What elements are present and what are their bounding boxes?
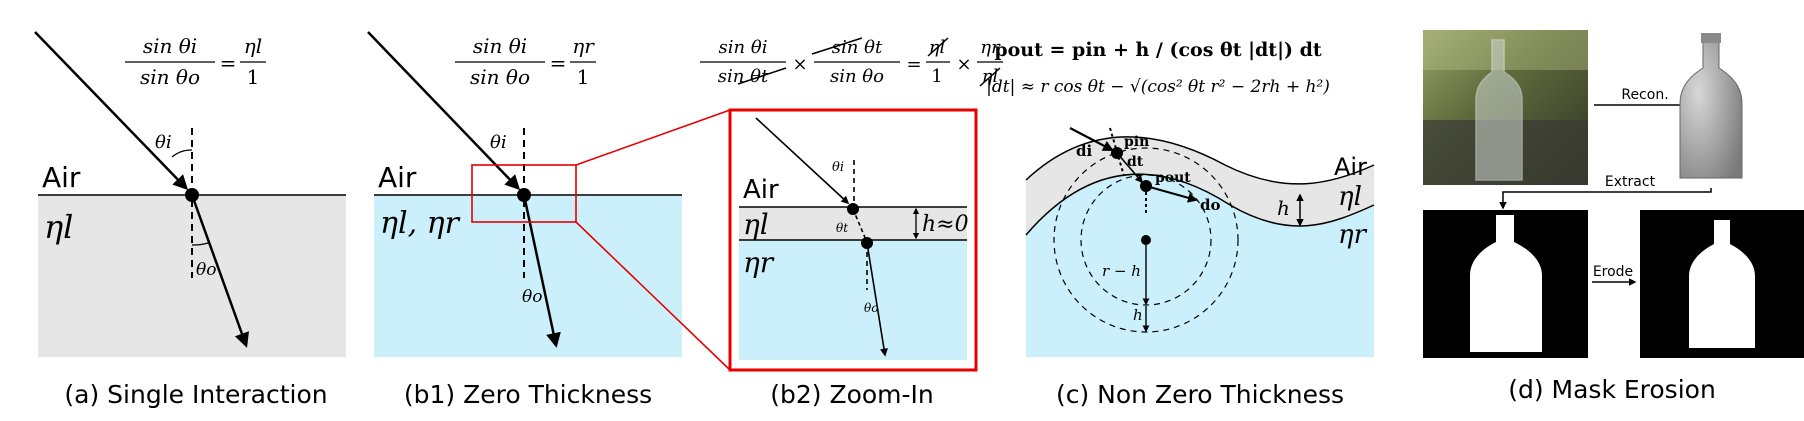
eq-equals: = — [550, 51, 567, 75]
eq-rhs-numerator: ηl — [244, 34, 262, 58]
offset-equation: pout = pin + h / (cos θt |dt|) dt — [994, 39, 1322, 61]
f3-strike — [927, 37, 949, 57]
incident-ray — [755, 117, 850, 205]
f1-numerator: sin θi — [719, 37, 768, 58]
caption-a: (a) Single Interaction — [64, 380, 327, 409]
panel-b2: sin θi sin θt × sin θt sin θo = ηl 1 × η… — [700, 37, 1003, 409]
times-1: × — [792, 54, 807, 75]
eta-l-label: ηl — [1338, 182, 1362, 212]
incident-ray — [367, 31, 521, 191]
theta-i-label: θi — [490, 132, 507, 153]
panel-c: pout = pin + h / (cos θt |dt|) dt |dt| ≈… — [986, 39, 1375, 409]
extract-arrow — [1499, 188, 1712, 210]
refracted-ray — [190, 194, 249, 348]
theta-i-arc — [171, 149, 193, 158]
eq-numerator: sin θi — [143, 34, 197, 58]
eta-r-label: ηr — [1338, 220, 1368, 250]
theta-o-arc — [191, 242, 209, 246]
zoom-box — [471, 164, 577, 223]
r-minus-h-label: r − h — [1102, 262, 1141, 280]
incident-ray — [34, 31, 189, 191]
thickness-label: h≈0 — [922, 212, 969, 237]
transmitted-ray — [1116, 152, 1144, 184]
theta-o-label: θo — [864, 301, 878, 315]
caption-b2: (b2) Zoom-In — [770, 380, 934, 409]
h-lower-label: h — [1133, 306, 1143, 324]
eta-label: ηl, ηr — [380, 206, 461, 241]
erode-label: Erode — [1593, 264, 1633, 280]
zoom-connector-top — [575, 109, 731, 166]
refracted-ray — [522, 194, 561, 348]
theta-i-label: θi — [155, 132, 172, 153]
input-photo — [1423, 30, 1588, 185]
snell-equation: sin θi sin θo = ηr 1 — [455, 34, 596, 89]
panel-b1: sin θi sin θo = ηr 1 Air ηl, ηr θi θo (b… — [367, 31, 731, 409]
theta-o-label: θo — [196, 260, 216, 280]
recon-label: Recon. — [1621, 87, 1668, 103]
d-t-label: dt — [1127, 154, 1144, 170]
panel-a: sin θi sin θo = ηl 1 Air ηl θi θo (a) Si… — [34, 31, 346, 409]
lower-medium — [739, 240, 967, 360]
normal-at-pin — [1109, 127, 1125, 177]
mask-original-bottle — [1470, 215, 1542, 352]
upper-surface — [1025, 136, 1375, 185]
f1-denominator: sin θt — [718, 66, 769, 87]
zoom-frame — [728, 108, 978, 372]
theta-o-label: θo — [522, 287, 542, 307]
outgoing-ray — [1145, 185, 1198, 203]
eq-denominator: sin θo — [140, 65, 200, 89]
air-label: Air — [743, 175, 779, 205]
f3-denominator: 1 — [931, 66, 942, 87]
transmitted-ray — [852, 208, 867, 241]
f4-strike — [979, 67, 1001, 87]
mask-eroded-bottle — [1689, 220, 1755, 348]
caption-c: (c) Non Zero Thickness — [1056, 380, 1344, 409]
caption-d: (d) Mask Erosion — [1508, 375, 1716, 404]
theta-i-label: θi — [832, 160, 844, 175]
f2-denominator: sin θo — [830, 66, 884, 87]
chained-equation: sin θi sin θt × sin θt sin θo = ηl 1 × η… — [700, 37, 1003, 87]
intersection-point — [185, 188, 199, 202]
d-i-label: di — [1076, 142, 1092, 160]
refracted-ray — [866, 242, 888, 357]
extract-label: Extract — [1605, 174, 1656, 190]
f2-strike — [811, 37, 863, 55]
equals: = — [906, 54, 921, 75]
air-label: Air — [378, 161, 417, 194]
snell-equation: sin θi sin θo = ηl 1 — [125, 34, 266, 89]
eq-rhs-denominator: 1 — [577, 65, 590, 89]
d-o-label: do — [1200, 196, 1221, 214]
p-in-label: pin — [1124, 134, 1149, 150]
zoom-connector-bottom — [575, 221, 731, 371]
eta-l-label: ηl — [743, 208, 769, 241]
incident-ray — [1069, 127, 1114, 152]
times-2: × — [956, 54, 971, 75]
theta-t-label: θt — [836, 221, 848, 235]
air-label: Air — [42, 161, 81, 194]
f1-strike — [737, 67, 787, 85]
eq-denominator: sin θo — [470, 65, 530, 89]
eq-numerator: sin θi — [473, 34, 527, 58]
f2-numerator: sin θt — [832, 37, 883, 58]
caption-b1: (b1) Zero Thickness — [404, 380, 652, 409]
distance-equation: |dt| ≈ r cos θt − √(cos² θt r² − 2rh + h… — [986, 77, 1330, 97]
p-out-label: pout — [1155, 170, 1191, 186]
thin-layer — [1026, 136, 1374, 235]
eq-rhs-denominator: 1 — [247, 65, 260, 89]
panel-d: Recon. Extract Erode (d) Mask Erosion — [1423, 30, 1804, 404]
lower-surface — [1025, 173, 1375, 236]
eta-label: ηl — [44, 208, 73, 246]
intersection-point — [517, 188, 531, 202]
eq-equals: = — [220, 51, 237, 75]
air-label: Air — [1334, 153, 1367, 181]
bottle-cap — [1701, 33, 1721, 43]
lower-medium — [1026, 174, 1374, 357]
eta-r-label: ηr — [743, 246, 775, 279]
reconstructed-bottle — [1679, 34, 1743, 179]
f4-numerator: ηr — [980, 37, 1001, 58]
eq-rhs-numerator: ηr — [572, 34, 595, 58]
thickness-label: h — [1277, 196, 1290, 220]
